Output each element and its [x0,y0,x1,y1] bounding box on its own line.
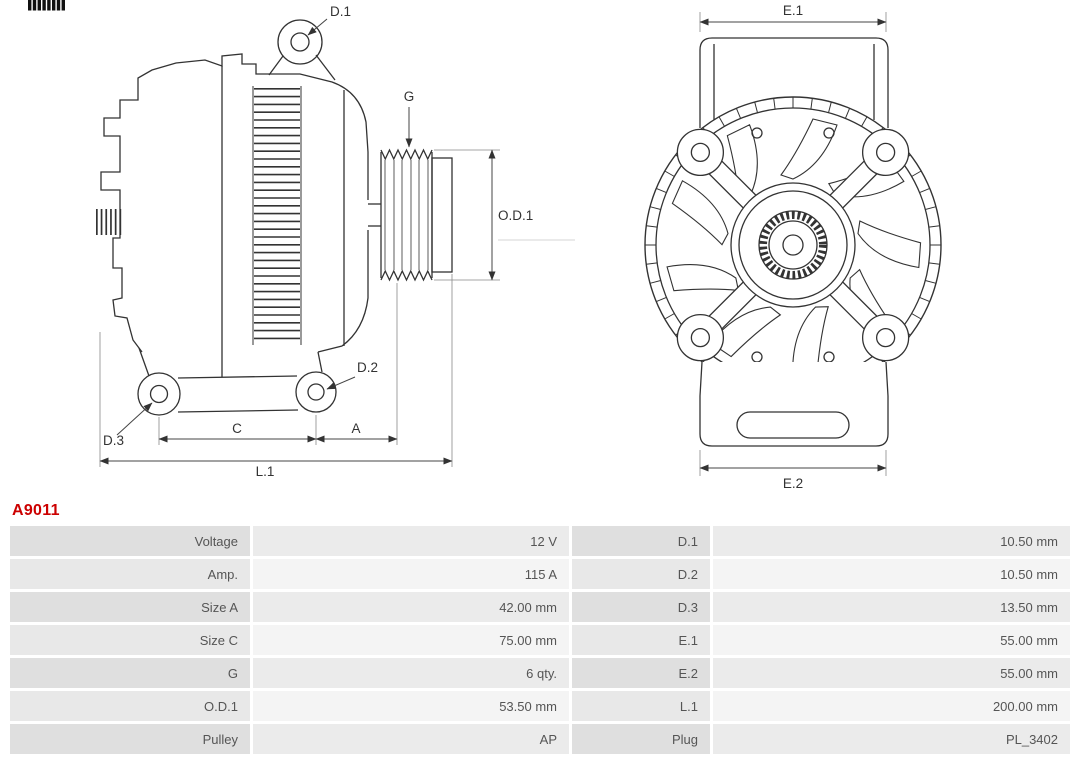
table-row: Voltage 12 V D.1 10.50 mm [10,526,1070,556]
side-view-dimensions [99,149,575,467]
dim-label-d2: D.2 [357,360,378,375]
front-view-drawing [644,37,942,447]
spec-label-cell: E.2 [572,658,710,688]
table-row: Size A 42.00 mm D.3 13.50 mm [10,592,1070,622]
dim-label-d1: D.1 [330,4,351,19]
spec-label-cell: Pulley [10,724,250,754]
side-view-drawing [28,0,453,416]
dim-label-od1: O.D.1 [498,208,533,223]
table-row: O.D.1 53.50 mm L.1 200.00 mm [10,691,1070,721]
spec-label-cell: E.1 [572,625,710,655]
pulley [380,148,453,282]
alternator-drawing-svg: D.1 G O.D.1 D.2 D.3 C A L.1 [28,0,942,491]
table-row: Pulley AP Plug PL_3402 [10,724,1070,754]
side-view-dim-lines [99,18,496,465]
spec-value-cell: 10.50 mm [713,559,1070,589]
spec-label-cell: L.1 [572,691,710,721]
side-view-dim-labels: D.1 G O.D.1 D.2 D.3 C A L.1 [103,4,533,479]
table-row: G 6 qty. E.2 55.00 mm [10,658,1070,688]
spec-label-cell: Plug [572,724,710,754]
spec-label-cell: D.3 [572,592,710,622]
front-pulley-hub [730,182,856,308]
spec-value-cell: 115 A [253,559,569,589]
table-row: Size C 75.00 mm E.1 55.00 mm [10,625,1070,655]
spec-value-cell: 10.50 mm [713,526,1070,556]
dim-label-c: C [232,421,242,436]
spec-label-cell: Size A [10,592,250,622]
spec-value-cell: 6 qty. [253,658,569,688]
spec-label-cell: Size C [10,625,250,655]
dim-label-e1: E.1 [783,3,803,18]
front-view-dim-lines [699,18,887,472]
bottom-bracket [699,361,889,447]
spec-value-cell: 13.50 mm [713,592,1070,622]
dim-label-a: A [351,421,360,436]
mount-ear-d1 [268,19,336,81]
spec-table: Voltage 12 V D.1 10.50 mm Amp. 115 A D.2… [10,526,1070,754]
dim-label-g: G [404,89,415,104]
spec-value-cell: 55.00 mm [713,658,1070,688]
spec-value-cell: 200.00 mm [713,691,1070,721]
cooling-fins [252,86,302,345]
spec-value-cell: 75.00 mm [253,625,569,655]
spec-label-cell: Voltage [10,526,250,556]
pulley-flange [431,157,453,273]
lug-d2 [295,371,337,413]
mount-lugs [137,347,337,416]
part-number: A9011 [12,502,60,519]
splined-bore [759,211,827,279]
spec-value-cell: 55.00 mm [713,625,1070,655]
spec-value-cell: 42.00 mm [253,592,569,622]
dim-label-e2: E.2 [783,476,803,491]
dim-label-l1: L.1 [256,464,275,479]
spec-label-cell: D.2 [572,559,710,589]
front-view-dim-labels: E.1 E.2 [783,3,803,491]
spec-value-cell: PL_3402 [713,724,1070,754]
table-row: Amp. 115 A D.2 10.50 mm [10,559,1070,589]
spec-value-cell: 53.50 mm [253,691,569,721]
technical-drawing: D.1 G O.D.1 D.2 D.3 C A L.1 [28,0,942,491]
dim-label-d3: D.3 [103,433,124,448]
body-outline [100,53,369,353]
lug-d3 [137,372,181,416]
spec-value-cell: AP [253,724,569,754]
spec-label-cell: O.D.1 [10,691,250,721]
body-outline-lower [317,230,369,353]
spec-label-cell: D.1 [572,526,710,556]
spec-value-cell: 12 V [253,526,569,556]
spec-label-cell: Amp. [10,559,250,589]
spec-label-cell: G [10,658,250,688]
